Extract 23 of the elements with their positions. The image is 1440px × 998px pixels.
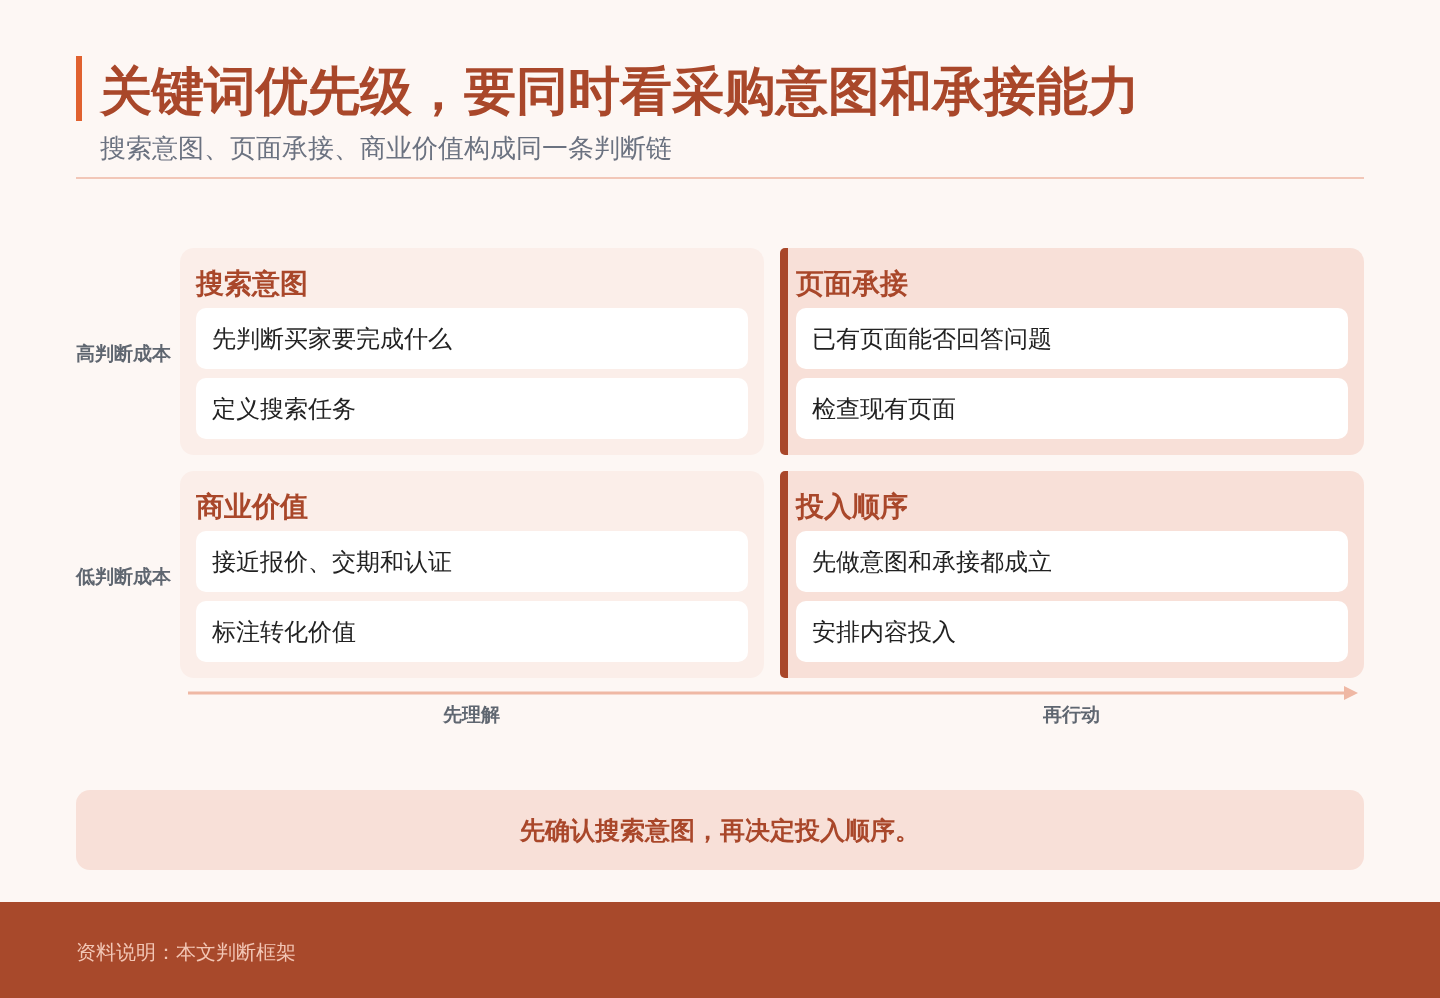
axis-label: 再行动 [1042, 702, 1100, 727]
task-card: 标注转化价值 [196, 601, 748, 662]
quadrant-panel [780, 248, 1364, 455]
quadrant-heading: 投入顺序 [796, 489, 908, 525]
row-label: 高判断成本 [76, 341, 171, 366]
task-card: 先做意图和承接都成立 [796, 531, 1348, 592]
summary-banner: 先确认搜索意图，再决定投入顺序。 [76, 790, 1364, 870]
task-card: 检查现有页面 [796, 378, 1348, 439]
axis-label: 先理解 [442, 702, 500, 727]
quadrant-panel [780, 471, 1364, 678]
source-note: 资料说明：本文判断框架 [76, 939, 296, 966]
quadrant-heading: 搜索意图 [196, 266, 308, 302]
task-card: 定义搜索任务 [196, 378, 748, 439]
task-card: 已有页面能否回答问题 [796, 308, 1348, 369]
subtitle: 搜索意图、页面承接、商业价值构成同一条判断链 [100, 132, 672, 165]
row-label: 低判断成本 [76, 564, 171, 589]
task-card: 安排内容投入 [796, 601, 1348, 662]
task-card: 接近报价、交期和认证 [196, 531, 748, 592]
task-card: 先判断买家要完成什么 [196, 308, 748, 369]
quadrant-heading: 页面承接 [796, 266, 908, 302]
footer-band [0, 902, 1440, 998]
quadrant-heading: 商业价值 [196, 489, 308, 525]
page-title: 关键词优先级，要同时看采购意图和承接能力 [100, 60, 1140, 123]
